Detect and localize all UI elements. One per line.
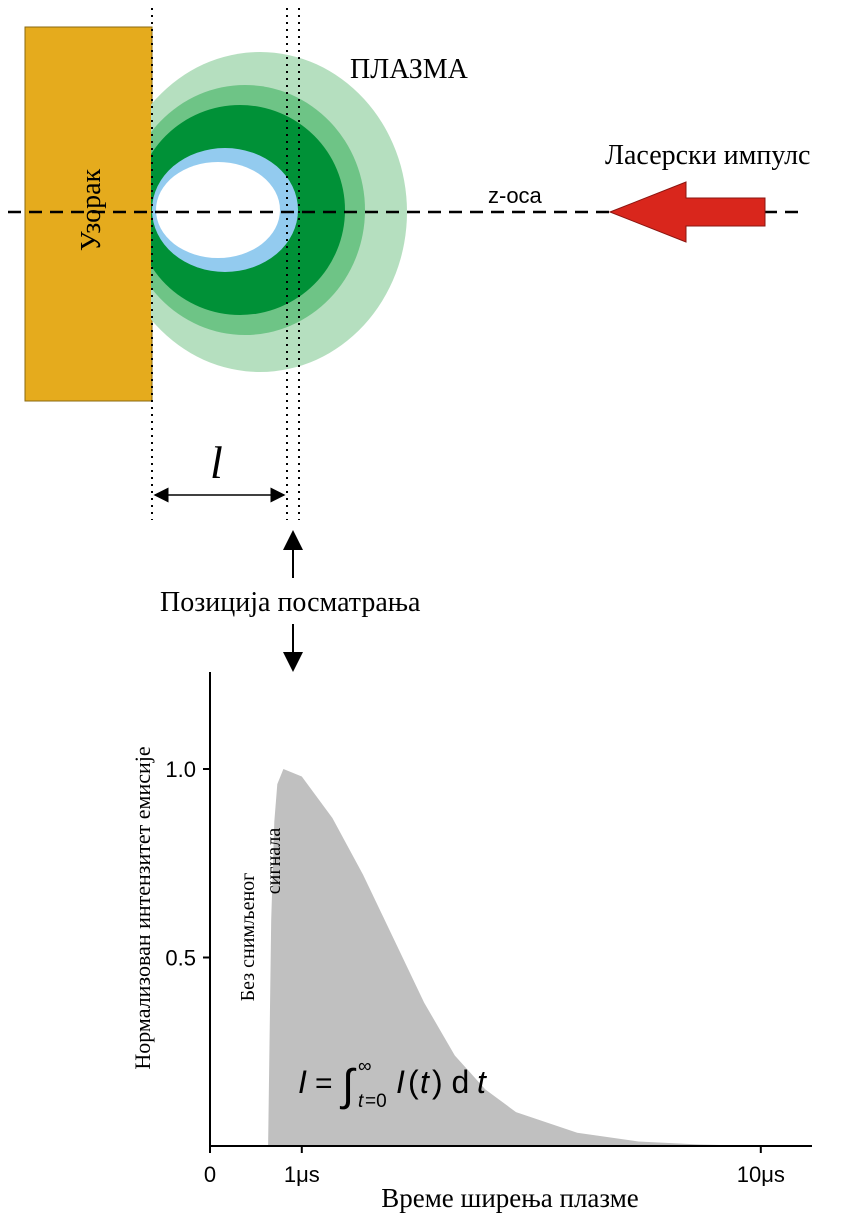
z-axis-label: z-оса xyxy=(488,183,543,208)
x-axis-label: Време ширења плазме xyxy=(381,1183,639,1213)
svg-text:I: I xyxy=(298,1064,307,1100)
svg-text:=0: =0 xyxy=(365,1091,387,1112)
chart-ticks: 0 1μs 10μs 0.5 1.0 xyxy=(165,757,784,1187)
emission-chart: 0 1μs 10μs 0.5 1.0 Нормализован интензитет е… xyxy=(130,672,812,1213)
svg-text:I: I xyxy=(396,1064,405,1100)
plasma-label: ПЛАЗМА xyxy=(350,54,469,85)
svg-text:t: t xyxy=(420,1064,430,1100)
svg-text:=: = xyxy=(315,1067,333,1100)
emission-curve-area xyxy=(268,769,761,1146)
guide-lines xyxy=(151,8,300,520)
distance-label: l xyxy=(210,437,223,488)
plasma-plume xyxy=(151,52,407,372)
x-tick-label: 1μs xyxy=(284,1162,320,1187)
no-signal-annotation-line2: сигнала xyxy=(263,828,285,895)
plasma-core-hollow xyxy=(156,162,280,258)
no-signal-annotation-line1: Без снимљеног xyxy=(237,873,259,1002)
sample-label: Узорак xyxy=(76,168,107,251)
observation-label: Позиција посматрања xyxy=(160,587,421,618)
x-tick-label: 10μs xyxy=(737,1162,785,1187)
integral-formula: I = ∫ t =0 ∞ I ( t ) d t xyxy=(298,1056,487,1112)
x-tick-label: 0 xyxy=(204,1162,216,1187)
sample-block xyxy=(24,26,153,402)
svg-text:∞: ∞ xyxy=(358,1056,372,1077)
svg-text:(: ( xyxy=(408,1064,419,1100)
laser-arrow-icon xyxy=(608,181,766,243)
y-tick-label: 0.5 xyxy=(165,946,196,971)
svg-text:∫: ∫ xyxy=(339,1061,357,1110)
svg-text:t: t xyxy=(477,1064,487,1100)
svg-text:t: t xyxy=(358,1091,364,1112)
y-axis-label: Нормализован интензитет емисије xyxy=(130,746,155,1069)
laser-label: Ласерски импулс xyxy=(605,140,811,171)
svg-text:) d: ) d xyxy=(432,1064,469,1100)
y-tick-label: 1.0 xyxy=(165,757,196,782)
